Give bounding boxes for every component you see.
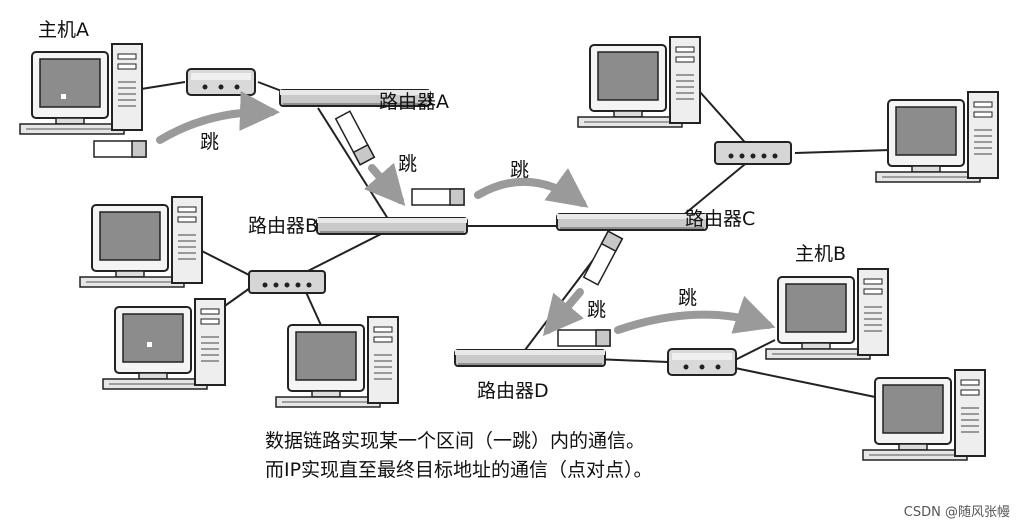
packet-routerd: [557, 329, 611, 347]
link-hub-pc-top: [699, 91, 751, 149]
computer-left-low-icon: [102, 298, 226, 390]
computer-top-right-icon: [577, 36, 701, 128]
router-d-icon: [454, 349, 606, 367]
computer-far-right-icon: [875, 91, 999, 183]
hop-arrows: [156, 90, 776, 337]
hop-arrow-2: [363, 162, 406, 207]
link-hub-pc-br: [734, 367, 881, 399]
host-a-computer-icon: [19, 43, 143, 135]
caption-line-2: 而IP实现直至最终目标地址的通信（点对点）。: [265, 459, 653, 481]
watermark: CSDN @随风张幔: [904, 505, 1010, 520]
hub-hostb-icon: [667, 348, 737, 376]
hop-label-1: 跳: [200, 131, 219, 153]
label-host-a: 主机A: [38, 19, 89, 41]
label-host-b: 主机B: [795, 243, 846, 265]
hop-label-4: 跳: [587, 299, 606, 321]
hop-label-3: 跳: [510, 159, 529, 181]
hop-label-5: 跳: [678, 287, 697, 309]
computer-left-mid-icon: [79, 196, 203, 288]
hub-right-icon: [714, 141, 792, 165]
host-b-computer-icon: [765, 268, 889, 360]
hop-label-2: 跳: [398, 153, 417, 175]
hop-arrow-1: [156, 90, 280, 144]
label-router-a: 路由器A: [379, 91, 449, 113]
hop-arrow-3: [474, 167, 589, 208]
link-routerc-hub: [674, 159, 751, 223]
hub-left-icon: [248, 270, 326, 294]
packet-routera-down: [334, 110, 376, 166]
hub-hosta-icon: [186, 68, 256, 96]
caption-line-1: 数据链路实现某一个区间（一跳）内的通信。: [265, 430, 645, 452]
host-a-cursor: [61, 94, 66, 99]
computer-bottom-right-icon: [862, 369, 986, 461]
packet-hosta: [93, 140, 147, 158]
computer-left-low-cursor: [147, 342, 152, 347]
router-b-icon: [316, 217, 468, 235]
computer-bottom-mid-icon: [275, 316, 399, 408]
link-hub-pc-right: [794, 149, 891, 154]
packet-routerb: [411, 188, 465, 206]
label-router-b: 路由器B: [248, 215, 318, 237]
hop-arrow-4: [542, 288, 584, 337]
label-router-c: 路由器C: [685, 208, 755, 230]
packet-routerc-down: [582, 230, 624, 286]
link-hosta-hub: [134, 81, 186, 91]
hop-arrow-5: [614, 295, 776, 334]
link-hub-hostb: [734, 339, 776, 361]
link-routerb-hub: [299, 231, 386, 276]
label-router-d: 路由器D: [477, 380, 549, 402]
